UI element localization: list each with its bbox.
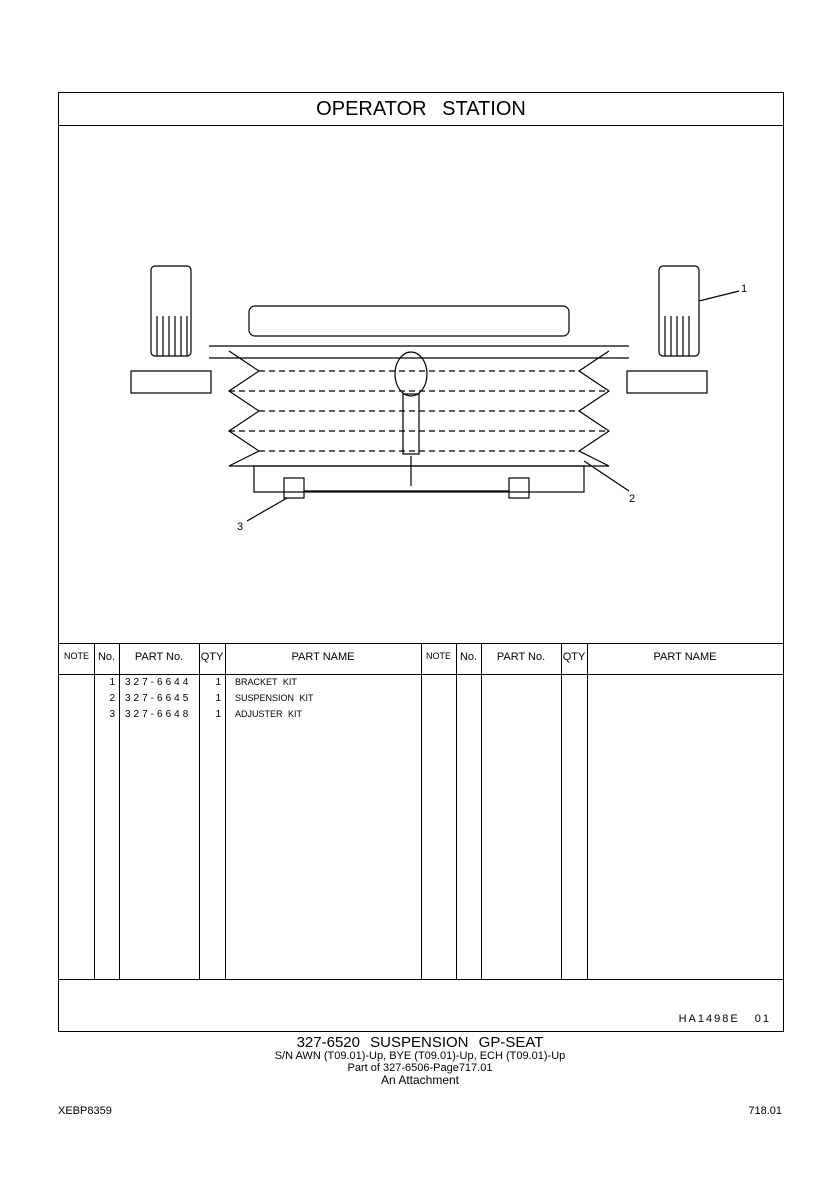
header-qty: QTY [200,651,224,663]
col-divider [587,643,588,979]
header-part-name-2: PART NAME [653,651,717,663]
col-divider [481,643,482,979]
col-divider [119,643,120,979]
caption-part-of: Part of 327-6506-Page717.01 [347,1062,493,1074]
caption-type: An Attachment [380,1073,460,1087]
header-no-2: No. [459,651,478,663]
col-divider [561,643,562,979]
callout-1: 1 [741,283,747,295]
header-qty-2: QTY [562,651,586,663]
header-part-no-2: PART No. [496,651,546,663]
doc-id: XEBP8359 [58,1105,112,1117]
callout-2: 2 [629,493,635,505]
caption-serial: S/N AWN (T09.01)-Up, BYE (T09.01)-Up, EC… [274,1050,566,1062]
footer-divider [59,979,783,980]
row-part-name: BRACKET KIT [235,677,297,687]
page-number: 718.01 [748,1105,782,1117]
row-qty: 1 [215,693,221,704]
header-part-name: PART NAME [291,651,355,663]
header-no: No. [97,651,116,663]
row-no: 2 [109,693,115,704]
section-title: OPERATOR STATION [59,93,783,126]
col-divider [199,643,200,979]
col-divider [225,643,226,979]
parts-frame: OPERATOR STATION 1 2 3 [58,92,784,1032]
header-note: NOTE [63,651,89,661]
suspension-illustration: 1 2 3 [130,265,747,533]
header-note-2: NOTE [425,651,451,661]
col-divider [421,643,422,979]
illustration-code: HA1498E 01 [678,1013,771,1025]
row-part-no: 327-6644 [125,677,192,688]
header-part-no: PART No. [134,651,184,663]
callout-3: 3 [237,521,243,533]
col-divider [456,643,457,979]
col-divider [94,643,95,979]
caption-main: 327-6520 SUSPENSION GP-SEAT [296,1034,544,1051]
row-part-no: 327-6645 [125,693,192,704]
row-qty: 1 [215,677,221,688]
row-no: 3 [109,709,115,720]
row-part-name: SUSPENSION KIT [235,693,314,703]
row-part-no: 327-6648 [125,709,192,720]
row-qty: 1 [215,709,221,720]
row-part-name: ADJUSTER KIT [235,709,303,719]
left-bracket-ribs [156,316,188,356]
row-no: 1 [109,677,115,688]
